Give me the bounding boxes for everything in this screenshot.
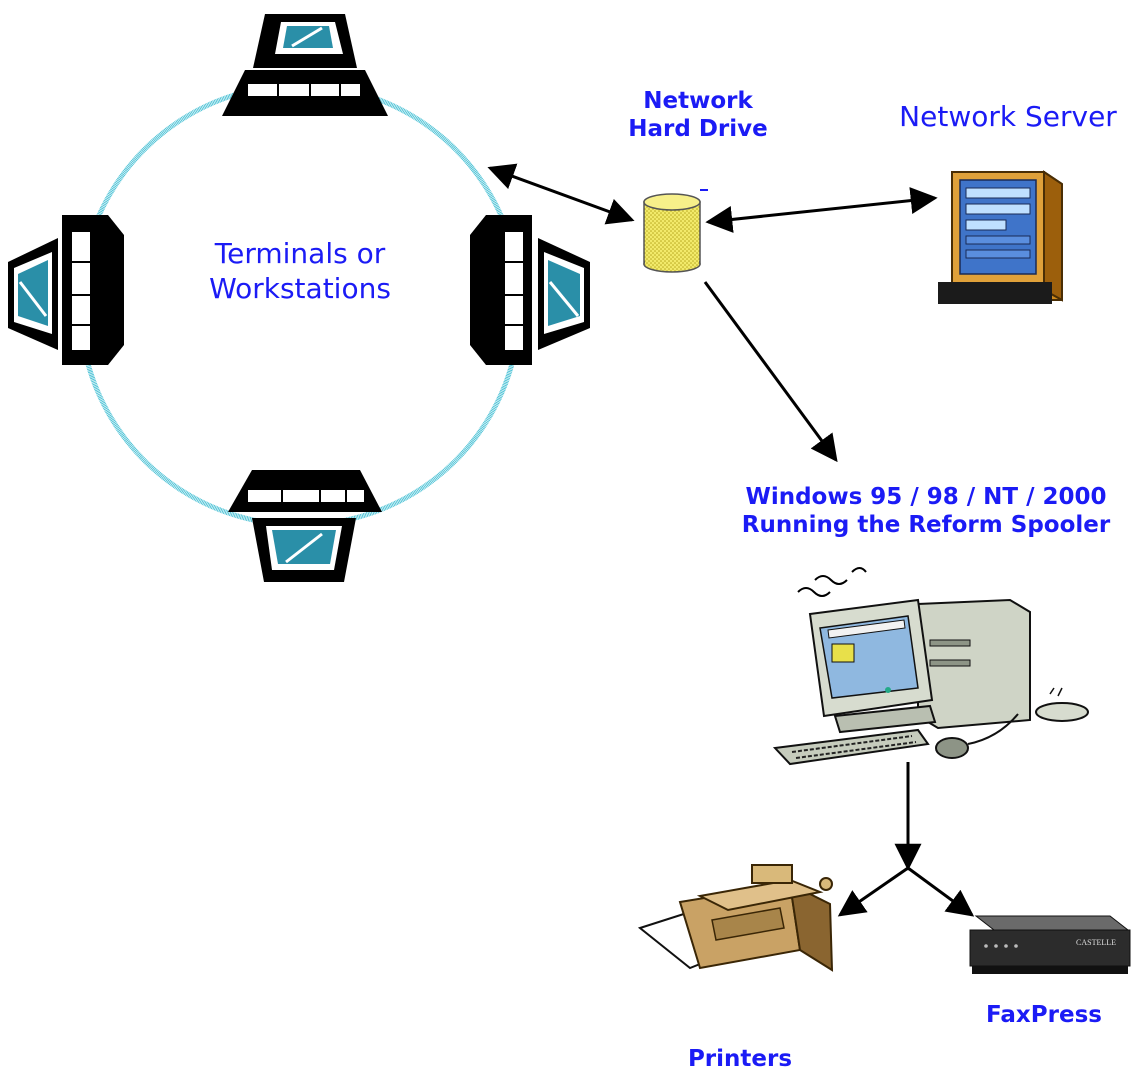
network-hard-drive-label-line1: Network [643, 88, 753, 114]
terminals-label-line2: Workstations [209, 272, 391, 305]
fax-brand-label: CASTELLE [1076, 938, 1116, 947]
terminals-label-line1: Terminals or [214, 237, 386, 270]
network-hard-drive-label-line2: Hard Drive [628, 115, 768, 142]
arrow-to-faxpress [907, 866, 975, 917]
arrow-to-printers [837, 866, 909, 917]
faxpress-icon: CASTELLE [969, 915, 1131, 974]
workstation-right-icon [470, 215, 590, 365]
network-hard-drive-label: Network Hard Drive [618, 88, 778, 143]
workstation-top-icon [222, 14, 388, 116]
printer-icon [637, 864, 834, 972]
spooler-computer-icon [772, 567, 1089, 766]
printers-label: Printers [687, 1046, 793, 1072]
terminals-label: Terminals or Workstations [170, 236, 430, 306]
faxpress-label: FaxPress [986, 1002, 1102, 1028]
spooler-label-line2: Running the Reform Spooler [741, 511, 1111, 538]
network-server-icon [938, 170, 1063, 304]
arrow-drive-to-server [705, 187, 938, 233]
workstation-left-icon [8, 215, 124, 365]
arrow-drive-to-spooler [703, 281, 838, 463]
spooler-label: Windows 95 / 98 / NT / 2000 Running the … [712, 484, 1140, 539]
arrow-ring-to-drive [487, 163, 635, 225]
workstation-bottom-icon [228, 470, 382, 582]
network-hard-drive-icon [643, 189, 708, 273]
spooler-label-line1: Windows 95 / 98 / NT / 2000 [745, 484, 1107, 510]
network-server-label: Network Server [899, 100, 1117, 133]
